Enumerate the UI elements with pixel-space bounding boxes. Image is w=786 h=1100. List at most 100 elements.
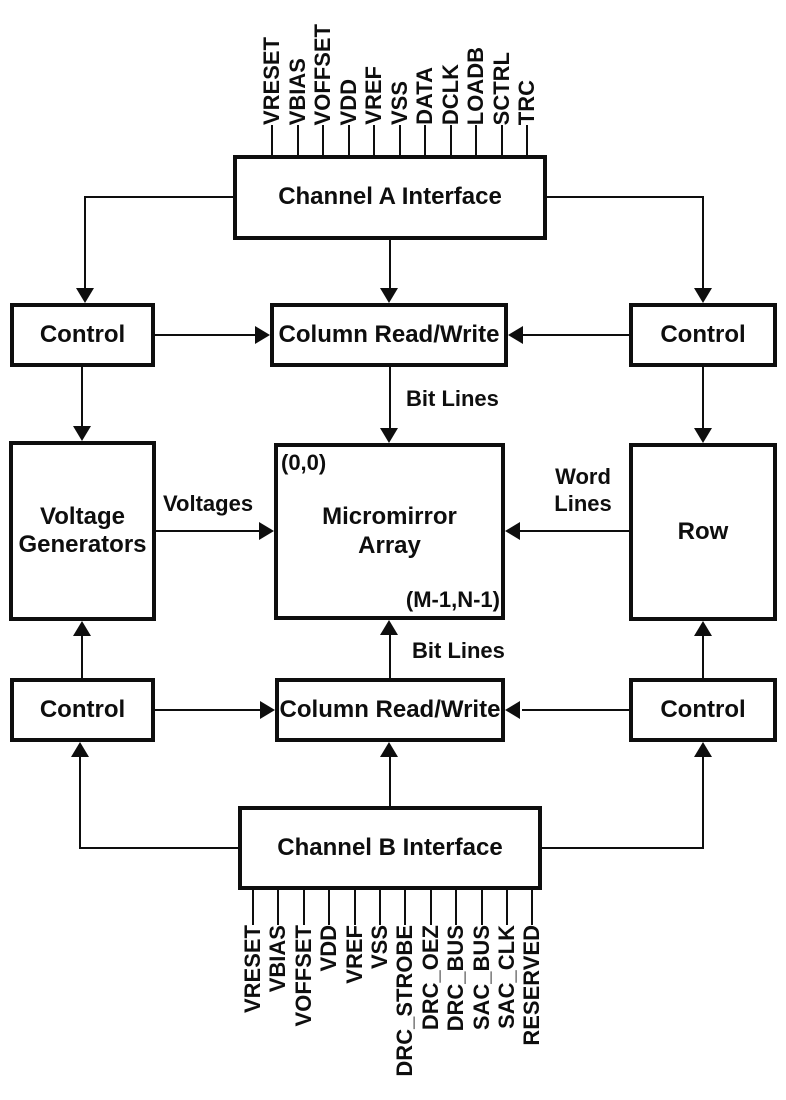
pin-tick [252, 888, 254, 925]
pin-tick [322, 125, 324, 159]
connector-channel-a-right [547, 196, 703, 198]
arrowhead-colrw-bottom-left [260, 701, 275, 719]
box-label: Micromirror [322, 503, 457, 531]
arrowhead-into-mma-right [505, 522, 520, 540]
box-control-bottom-left: Control [10, 678, 155, 742]
pin-tick [277, 888, 280, 925]
arrowhead-into-control-bottom-left [71, 742, 89, 757]
connector-channel-b-right [542, 847, 704, 849]
box-label: Generators [18, 531, 147, 558]
box-label: Array [358, 531, 421, 559]
pin-tick [506, 888, 508, 925]
connector-channel-a-left [85, 196, 233, 198]
box-micromirror-array: Micromirror Array [274, 443, 505, 620]
connector-control-tr-to-colrw [522, 334, 629, 336]
arrowhead-into-column-rw-top [380, 288, 398, 303]
connector-word-lines [519, 530, 629, 532]
connector-control-tl-to-vgen [81, 367, 83, 428]
pin-label: SAC_BUS [468, 925, 494, 1031]
pin-label: VREF [341, 925, 367, 984]
pin-tick [398, 125, 401, 159]
label-max-coordinate: (M-1,N-1) [405, 587, 500, 612]
pin-tick [531, 888, 534, 925]
box-channel-a-interface: Channel A Interface [233, 155, 547, 240]
connector-channel-b-right-rise [702, 755, 704, 849]
pin-tick [455, 888, 458, 925]
box-label: Column Read/Write [278, 320, 500, 348]
pin-tick [500, 125, 503, 159]
pin-tick [449, 125, 452, 159]
box-control-bottom-right: Control [629, 678, 777, 742]
box-label: Channel A Interface [278, 183, 502, 211]
box-row: Row [629, 443, 777, 621]
pin-tick [379, 888, 381, 925]
connector-channel-a-left-drop [84, 196, 86, 290]
label-word-lines: Word Lines [545, 464, 621, 518]
label-origin-coordinate: (0,0) [281, 450, 327, 475]
box-label: Control [39, 695, 126, 723]
box-channel-b-interface: Channel B Interface [238, 806, 542, 890]
connector-bitlines-top [389, 367, 391, 430]
pin-tick [328, 888, 331, 925]
box-column-read-write-top: Column Read/Write [270, 303, 508, 367]
connector-channel-a-center-drop [389, 240, 391, 290]
arrowhead-into-row-bottom [694, 621, 712, 636]
pin-tick [353, 888, 356, 925]
connector-control-bl-to-vgen [81, 634, 83, 678]
arrowhead-into-control-top-right [694, 288, 712, 303]
pin-tick [271, 125, 273, 159]
box-label: Row [677, 517, 729, 545]
pin-label: DRC_OEZ [417, 925, 443, 1031]
connector-control-tr-to-row [702, 367, 704, 430]
connector-control-br-to-row [702, 634, 704, 678]
connector-bitlines-bottom [389, 633, 391, 678]
label-voltages: Voltages [163, 491, 254, 516]
box-label: Control [660, 320, 746, 348]
arrowhead-into-mma-left [259, 522, 274, 540]
arrowhead-into-control-top-left [76, 288, 94, 303]
pin-label: SAC_CLK [494, 925, 519, 1029]
label-word-lines-line2: Lines [554, 490, 612, 516]
connector-channel-b-left-rise [79, 755, 81, 849]
pin-label: VRESET [240, 925, 265, 1014]
pin-label: RESERVED [519, 925, 545, 1046]
connector-channel-b-center-rise [389, 755, 391, 806]
pin-label: VDD [316, 925, 342, 972]
pin-tick [526, 125, 528, 159]
label-word-lines-line1: Word [555, 464, 611, 489]
pin-label: VOFFSET [290, 925, 316, 1027]
pin-tick [429, 888, 432, 925]
pin-tick [424, 125, 426, 159]
pin-tick [347, 125, 350, 159]
pin-tick [373, 125, 375, 159]
connector-control-br-to-colrw [522, 709, 629, 711]
arrowhead-colrw-bottom-right [505, 701, 520, 719]
box-column-read-write-bottom: Column Read/Write [275, 678, 505, 742]
pin-tick [475, 125, 477, 159]
pin-label: DRC_STROBE [392, 925, 418, 1077]
arrowhead-colrw-top-left [255, 326, 270, 344]
connector-channel-b-left [79, 847, 238, 849]
box-label: Channel B Interface [277, 833, 503, 861]
pin-label: VBIAS [265, 925, 291, 993]
connector-control-bl-to-colrw [155, 709, 261, 711]
pin-label: DRC_BUS [443, 925, 469, 1032]
label-bit-lines-top: Bit Lines [406, 386, 499, 411]
box-control-top-left: Control [10, 303, 155, 367]
arrowhead-into-mma-top [380, 428, 398, 443]
connector-channel-a-right-drop [702, 196, 704, 290]
box-label: Column Read/Write [279, 695, 501, 723]
arrowhead-into-row-top [694, 428, 712, 443]
arrowhead-into-mma-bottom [380, 620, 398, 635]
arrowhead-into-voltage-generators-top [73, 426, 91, 441]
pin-tick [296, 125, 299, 159]
arrowhead-into-column-rw-bottom [380, 742, 398, 757]
arrowhead-colrw-top-right [508, 326, 523, 344]
pin-tick [480, 888, 483, 925]
pin-tick [302, 888, 305, 925]
box-control-top-right: Control [629, 303, 777, 367]
connector-control-tl-to-colrw [155, 334, 256, 336]
